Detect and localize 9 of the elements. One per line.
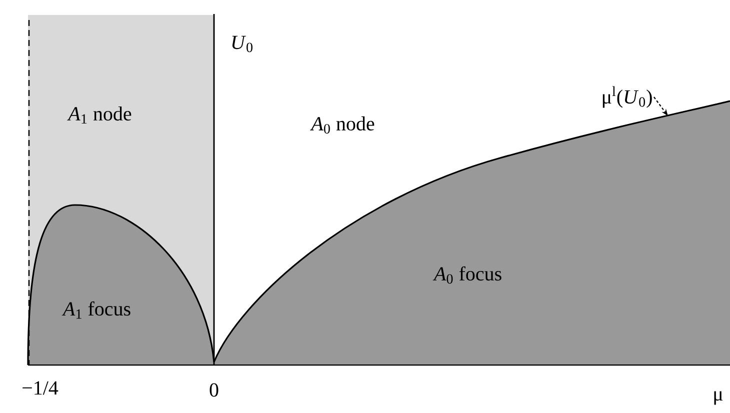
tick-label: 0 bbox=[210, 383, 218, 397]
axis-label: μ bbox=[714, 391, 723, 405]
axis-label: U$_{0}$ bbox=[232, 36, 252, 52]
region-label: A$_{0}$ node bbox=[310, 116, 374, 134]
curve-label: μ$^{l}$(U$_{0}$) bbox=[602, 86, 652, 108]
region-label: A$_{1}$ focus bbox=[62, 301, 130, 319]
region-label: A$_{1}$ node bbox=[67, 106, 132, 124]
tick-label: −1/4 bbox=[22, 381, 58, 395]
region-label: A$_{0}$ focus bbox=[432, 266, 502, 284]
